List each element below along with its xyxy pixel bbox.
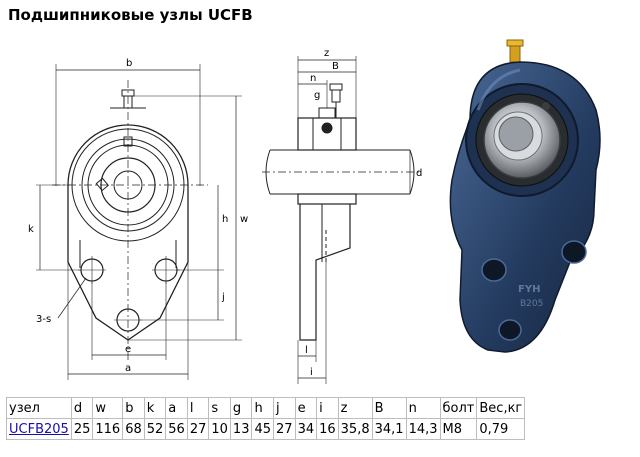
dim-label-b: b [126, 58, 132, 69]
table-cell: 10 [208, 418, 231, 440]
header-cell: Вес,кг [476, 397, 526, 419]
dim-label-n: n [310, 73, 316, 84]
table-cell: 25 [70, 418, 94, 440]
svg-text:FYH: FYH [518, 284, 540, 295]
dim-label-h: h [222, 214, 228, 225]
header-cell: z [337, 397, 373, 419]
header-cell: болт [439, 397, 478, 419]
table-row: UCFB205 25 116 68 52 56 27 10 13 45 27 3… [6, 418, 526, 440]
table-cell: 34 [294, 418, 318, 440]
header-cell: узел [6, 397, 72, 419]
header-cell: i [316, 397, 339, 419]
table-cell: M8 [439, 418, 478, 440]
dim-label-l: l [305, 345, 308, 356]
header-cell: B [371, 397, 407, 419]
header-cell: k [143, 397, 167, 419]
table-cell: 16 [316, 418, 339, 440]
front-view [36, 64, 242, 380]
table-cell: 34,1 [371, 418, 407, 440]
table-cell: 56 [165, 418, 188, 440]
dim-label-k: k [28, 224, 34, 235]
specification-table: узел d w b k a l s g h j e i z B n болт … [6, 397, 526, 440]
table-cell: 116 [92, 418, 124, 440]
header-cell: j [273, 397, 296, 419]
header-cell: a [165, 397, 188, 419]
dim-label-z: z [324, 48, 329, 59]
table-cell: 35,8 [337, 418, 373, 440]
table-cell: 68 [122, 418, 145, 440]
table-cell: 45 [251, 418, 275, 440]
side-view [262, 56, 420, 384]
header-cell: b [122, 397, 145, 419]
dim-label-a: a [125, 363, 131, 374]
product-illustration: FYH B205 [449, 39, 601, 353]
technical-drawing: b k h w j e a 3-s [28, 39, 601, 384]
front-view-labels: b k h w j e a 3-s [28, 58, 248, 374]
header-cell: w [92, 397, 124, 419]
dim-label-i: i [310, 367, 313, 378]
header-cell: l [186, 397, 210, 419]
table-cell: UCFB205 [6, 418, 72, 440]
header-cell: s [208, 397, 231, 419]
dim-label-e: e [125, 344, 131, 355]
table-header-row: узел d w b k a l s g h j e i z B n болт … [6, 397, 526, 419]
header-cell: g [229, 397, 253, 419]
header-cell: n [405, 397, 441, 419]
table-cell: 14,3 [405, 418, 441, 440]
page-title: Подшипниковые узлы UCFB [8, 6, 253, 24]
dim-label-d: d [416, 168, 422, 179]
header-cell: e [294, 397, 318, 419]
dim-label-s: 3-s [36, 314, 51, 325]
table-cell: 27 [273, 418, 296, 440]
table-cell: 13 [229, 418, 253, 440]
dim-label-B: B [332, 61, 339, 72]
model-link[interactable]: UCFB205 [9, 421, 69, 437]
header-cell: d [70, 397, 94, 419]
svg-text:B205: B205 [520, 299, 543, 309]
dim-label-w: w [240, 214, 248, 225]
dim-label-j: j [221, 292, 225, 303]
table-cell: 52 [143, 418, 167, 440]
table-cell: 0,79 [476, 418, 526, 440]
header-cell: h [251, 397, 275, 419]
side-view-labels: z B n g d l i [305, 48, 422, 378]
dim-label-g: g [314, 90, 320, 101]
table-cell: 27 [186, 418, 210, 440]
